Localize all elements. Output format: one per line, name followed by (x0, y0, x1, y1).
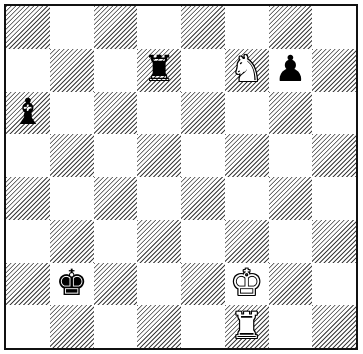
square-h6[interactable] (312, 92, 356, 135)
square-f7[interactable]: ♞ (225, 49, 269, 92)
square-d6[interactable] (137, 92, 181, 135)
square-e5[interactable] (181, 134, 225, 177)
white-king-icon[interactable]: ♚ (225, 263, 269, 306)
square-c4[interactable] (94, 177, 138, 220)
square-e1[interactable] (181, 305, 225, 348)
square-g1[interactable] (269, 305, 313, 348)
square-d3[interactable] (137, 220, 181, 263)
square-f3[interactable] (225, 220, 269, 263)
square-g3[interactable] (269, 220, 313, 263)
square-d4[interactable] (137, 177, 181, 220)
chess-board: ♜♞♟♝♚♚♜ (4, 4, 358, 350)
square-f2[interactable]: ♚ (225, 263, 269, 306)
square-g4[interactable] (269, 177, 313, 220)
square-c3[interactable] (94, 220, 138, 263)
square-g7[interactable]: ♟ (269, 49, 313, 92)
black-king-icon[interactable]: ♚ (50, 263, 94, 306)
square-d8[interactable] (137, 6, 181, 49)
square-c2[interactable] (94, 263, 138, 306)
square-c7[interactable] (94, 49, 138, 92)
square-e7[interactable] (181, 49, 225, 92)
square-b8[interactable] (50, 6, 94, 49)
square-h4[interactable] (312, 177, 356, 220)
black-bishop-icon[interactable]: ♝ (6, 92, 50, 135)
square-f1[interactable]: ♜ (225, 305, 269, 348)
square-f8[interactable] (225, 6, 269, 49)
square-h7[interactable] (312, 49, 356, 92)
square-e3[interactable] (181, 220, 225, 263)
square-f6[interactable] (225, 92, 269, 135)
square-b2[interactable]: ♚ (50, 263, 94, 306)
square-a7[interactable] (6, 49, 50, 92)
square-d5[interactable] (137, 134, 181, 177)
square-d7[interactable]: ♜ (137, 49, 181, 92)
square-c6[interactable] (94, 92, 138, 135)
square-a4[interactable] (6, 177, 50, 220)
square-b1[interactable] (50, 305, 94, 348)
square-e6[interactable] (181, 92, 225, 135)
square-e2[interactable] (181, 263, 225, 306)
black-pawn-icon[interactable]: ♟ (269, 49, 313, 92)
square-h5[interactable] (312, 134, 356, 177)
square-f5[interactable] (225, 134, 269, 177)
square-c5[interactable] (94, 134, 138, 177)
square-c1[interactable] (94, 305, 138, 348)
square-a6[interactable]: ♝ (6, 92, 50, 135)
square-c8[interactable] (94, 6, 138, 49)
square-e8[interactable] (181, 6, 225, 49)
square-g2[interactable] (269, 263, 313, 306)
square-b3[interactable] (50, 220, 94, 263)
square-b6[interactable] (50, 92, 94, 135)
white-rook-icon[interactable]: ♜ (225, 305, 269, 348)
square-h1[interactable] (312, 305, 356, 348)
square-a2[interactable] (6, 263, 50, 306)
square-f4[interactable] (225, 177, 269, 220)
white-knight-icon[interactable]: ♞ (225, 49, 269, 92)
square-a1[interactable] (6, 305, 50, 348)
square-b5[interactable] (50, 134, 94, 177)
square-b4[interactable] (50, 177, 94, 220)
square-g6[interactable] (269, 92, 313, 135)
square-e4[interactable] (181, 177, 225, 220)
square-d1[interactable] (137, 305, 181, 348)
square-a3[interactable] (6, 220, 50, 263)
square-a8[interactable] (6, 6, 50, 49)
square-h3[interactable] (312, 220, 356, 263)
square-d2[interactable] (137, 263, 181, 306)
square-g5[interactable] (269, 134, 313, 177)
square-a5[interactable] (6, 134, 50, 177)
square-g8[interactable] (269, 6, 313, 49)
square-h8[interactable] (312, 6, 356, 49)
square-b7[interactable] (50, 49, 94, 92)
black-rook-icon[interactable]: ♜ (137, 49, 181, 92)
square-h2[interactable] (312, 263, 356, 306)
